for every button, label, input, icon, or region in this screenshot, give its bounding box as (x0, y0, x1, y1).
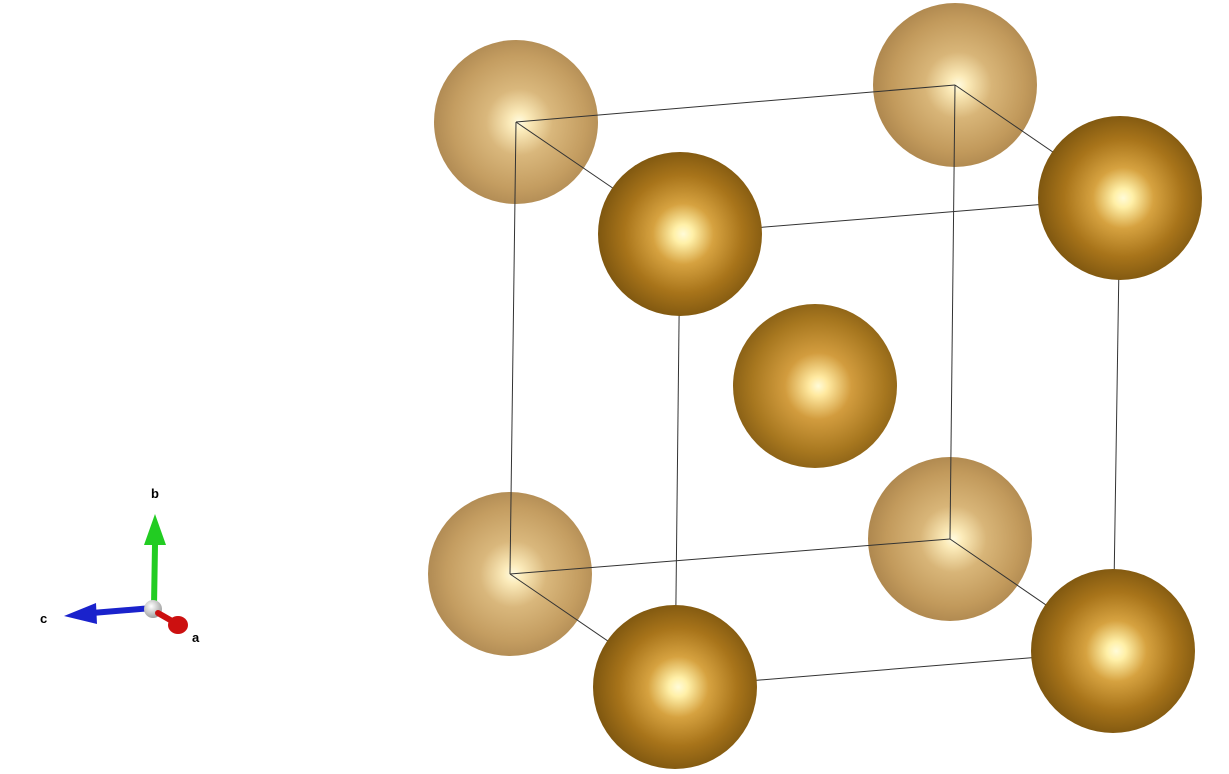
atom-center[interactable] (733, 304, 897, 468)
axis-a-arrow (155, 610, 188, 634)
cell-edge (509, 121, 517, 575)
axis-label-b: b (151, 486, 159, 501)
atom-front-bottom-left[interactable] (593, 605, 757, 769)
axis-label-a: a (192, 630, 200, 645)
axis-label-c: c (40, 611, 47, 626)
orientation-axes: b c a (40, 486, 200, 645)
atom-front-top-right[interactable] (1038, 116, 1202, 280)
axis-b-arrow (144, 514, 166, 609)
atom-front-bottom-right[interactable] (1031, 569, 1195, 733)
atom-front-top-left[interactable] (598, 152, 762, 316)
cell-edge (509, 538, 951, 575)
cell-edge (949, 84, 956, 540)
front-atoms (593, 116, 1202, 769)
back-atoms (428, 3, 1037, 656)
cell-edge (515, 84, 956, 123)
axis-c-arrow (64, 603, 155, 624)
